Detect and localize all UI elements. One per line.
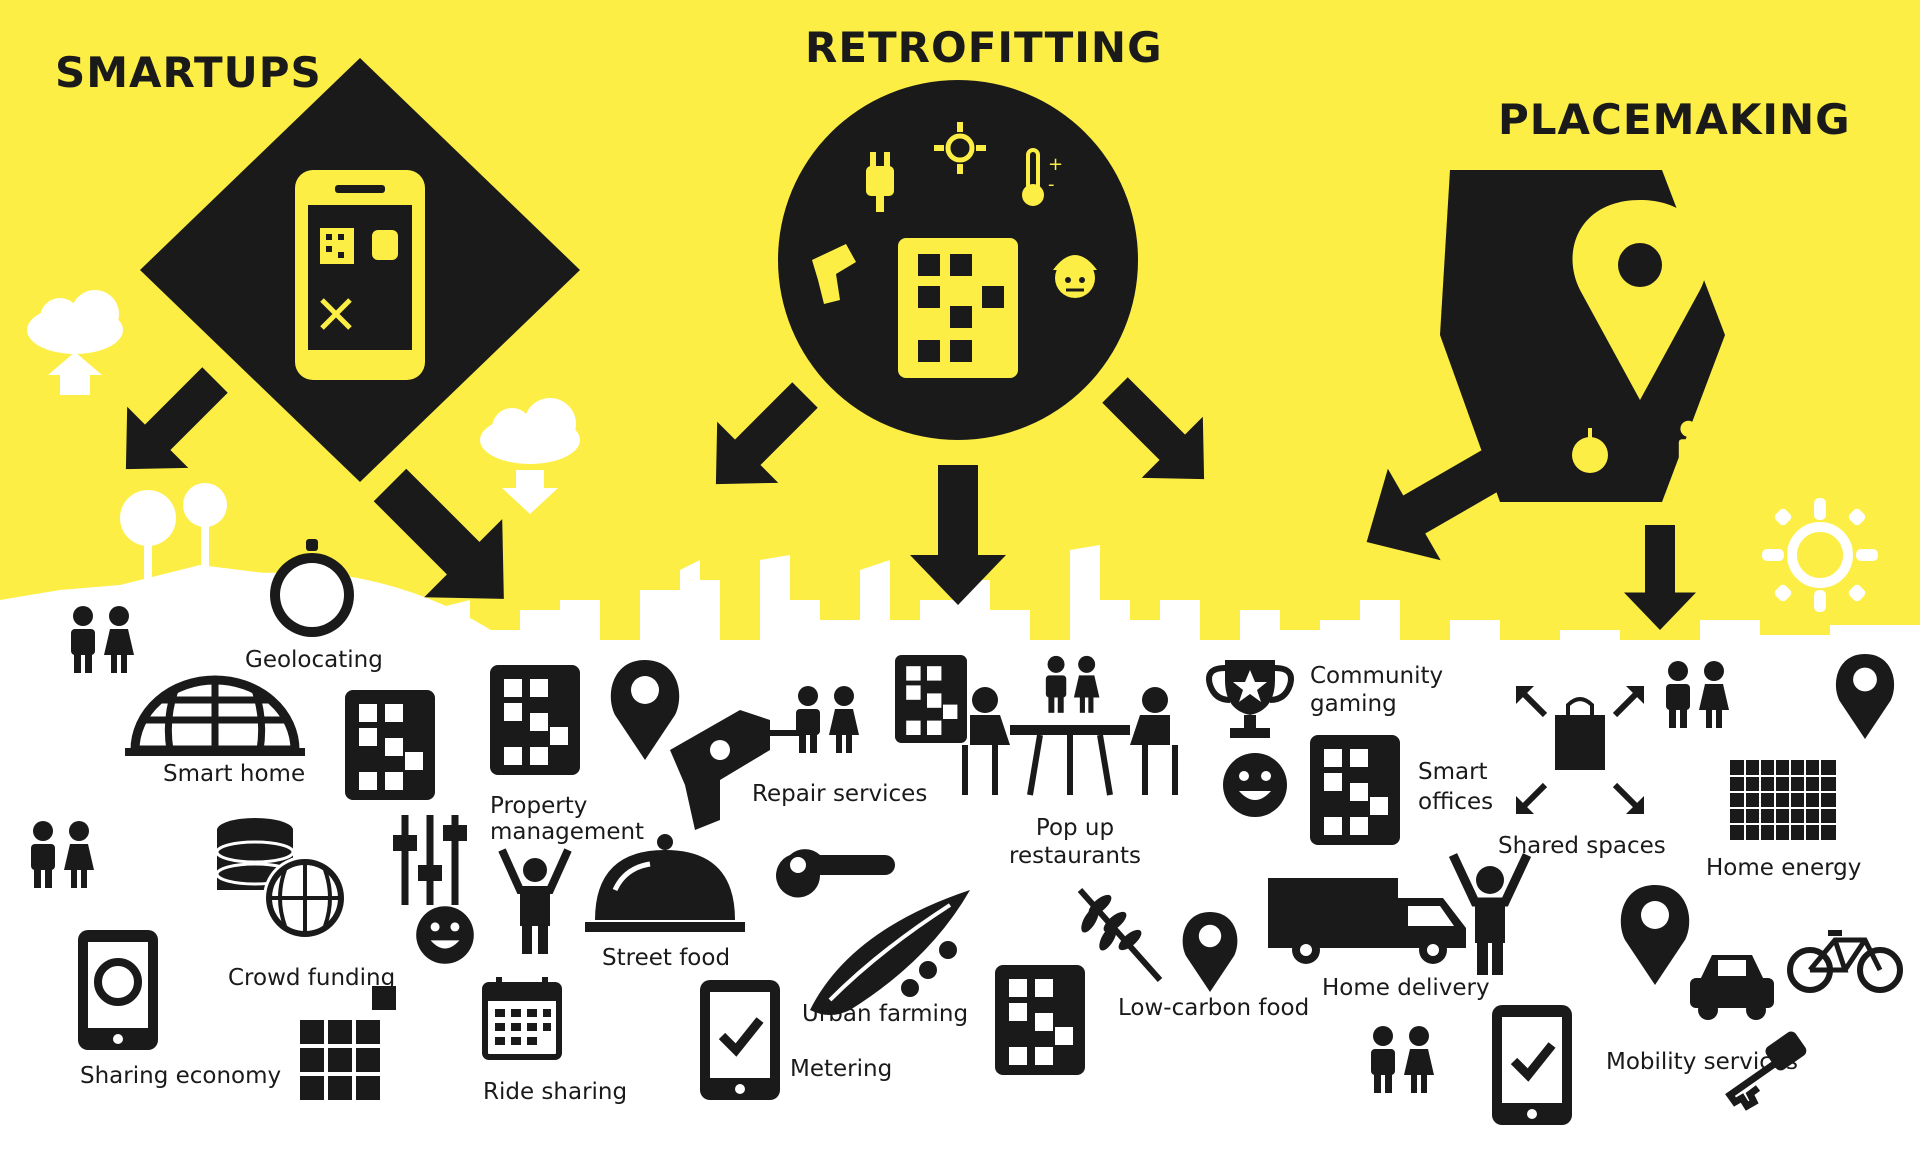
smiley-icon [1223,753,1287,817]
heading-smartups: SMARTUPS [55,48,322,97]
trophy-icon [1206,660,1294,738]
label-property-management-2: management [490,819,645,845]
van-icon [1268,878,1466,964]
smartups-diamond [140,58,580,482]
label-home-energy: Home energy [1706,855,1862,881]
heading-placemaking: PLACEMAKING [1498,95,1851,144]
label-home-delivery: Home delivery [1322,975,1490,1001]
sliders-icon [393,815,467,905]
dome-icon [125,675,305,756]
wrench-icon [776,849,895,898]
label-smart-offices-1: Smart [1418,759,1488,785]
server-globe-icon [215,818,347,940]
sun-icon [934,122,986,174]
building-icon [995,965,1085,1075]
label-mobility-services: Mobility services [1606,1049,1798,1075]
compass-icon [270,539,354,637]
label-pop-up-restaurants-1: Pop up [1035,815,1115,841]
plug-icon [866,152,894,212]
peapod-icon [810,890,970,1015]
smiley-icon [416,906,474,964]
label-repair-services: Repair services [752,781,928,807]
label-community-gaming-1: Community [1310,663,1444,689]
bicycle-icon [1787,930,1903,993]
worker-helmet-icon [1053,255,1097,298]
tablet-icon [78,930,158,1050]
wheat-icon [1077,888,1163,982]
label-property-management-1: Property [490,793,588,819]
label-street-food: Street food [602,945,731,971]
label-smart-home: Smart home [163,761,306,787]
label-geolocating: Geolocating [245,647,383,673]
retrofitting-circle: + - [778,80,1138,440]
cloud-download-icon [480,398,580,514]
label-smart-offices-2: offices [1418,789,1494,815]
calendar-icon [482,977,562,1060]
cloud-upload-icon [27,290,123,395]
hill-trees [0,483,520,720]
label-ride-sharing: Ride sharing [483,1079,628,1105]
checkmark-tablet-icon [1492,1005,1572,1125]
person-cheering-icon [1448,853,1532,975]
sun-icon [1762,498,1878,612]
checkmark-tablet-icon [700,980,780,1100]
svg-text:-: - [1048,174,1055,195]
svg-text:+: + [1048,154,1063,175]
label-community-gaming-2: gaming [1310,691,1397,717]
thermometer-icon: + - [1022,148,1063,206]
cloche-icon [585,834,745,932]
arrows-out-icon [1516,686,1644,814]
label-urban-farming: Urban farming [802,1001,969,1027]
label-crowd-funding: Crowd funding [228,965,396,991]
apple-icon [1572,428,1608,473]
label-metering: Metering [790,1056,893,1082]
building-icon [895,655,967,743]
building-icon [345,690,435,800]
building-icon [898,238,1018,378]
shopping-bag-icon [1555,697,1605,770]
label-pop-up-restaurants-2: restaurants [1009,843,1141,869]
label-low-carbon-food: Low-carbon food [1118,995,1310,1021]
location-pin-icon [1572,200,1708,400]
person-cheering-icon [498,848,572,954]
label-shared-spaces: Shared spaces [1498,833,1666,859]
solar-panel-icon [1730,760,1836,840]
key-icon [1725,1031,1807,1111]
label-sharing-economy: Sharing economy [80,1063,282,1089]
blocks-icon [300,986,396,1100]
drill-icon [670,710,804,830]
drill-icon [812,244,856,304]
building-icon [1310,735,1400,845]
heading-retrofitting: RETROFITTING [805,23,1163,72]
car-icon [1690,955,1774,1020]
building-icon [490,665,580,775]
table-dining-icon [962,687,1178,796]
placemaking-hexagon [1440,170,1729,502]
